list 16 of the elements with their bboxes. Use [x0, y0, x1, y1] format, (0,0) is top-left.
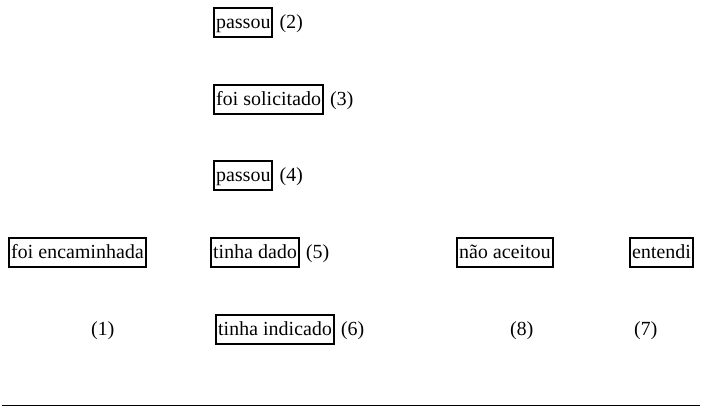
index-number: (5): [306, 240, 330, 265]
word-box: passou: [213, 7, 274, 38]
word-box: tinha indicado: [215, 314, 335, 345]
index-number: (1): [91, 317, 114, 342]
word-box: foi encaminhada: [8, 237, 147, 268]
index-number: (6): [340, 317, 364, 342]
word-box: passou: [213, 160, 274, 191]
index-number: (4): [279, 163, 303, 188]
index-number: (7): [634, 317, 658, 342]
word-box: entendi: [629, 237, 694, 268]
index-number: (3): [330, 87, 354, 112]
word-box: tinha dado: [210, 237, 300, 268]
index-number: (8): [510, 317, 534, 342]
word-box: não aceitou: [456, 237, 554, 268]
index-number: (2): [279, 10, 303, 35]
word-box: foi solicitado: [213, 84, 324, 115]
